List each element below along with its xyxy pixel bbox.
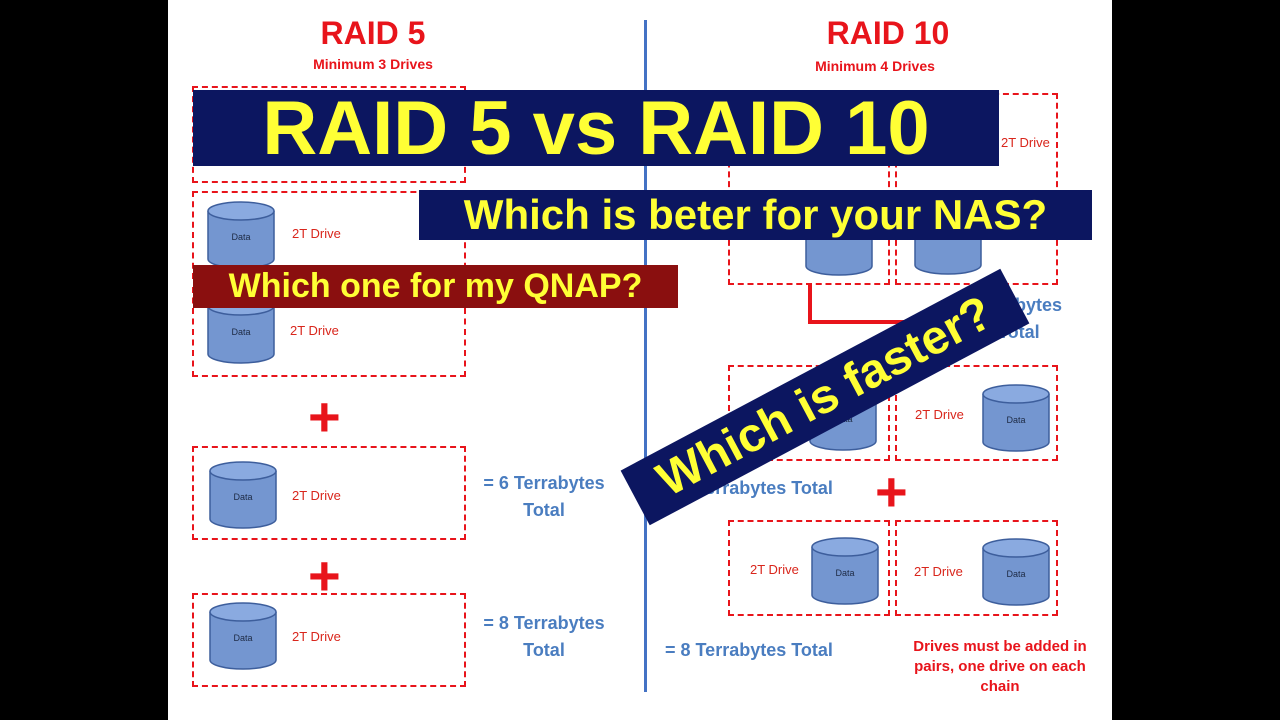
raid5-cylinder-2: Data — [207, 201, 275, 269]
raid5-drive-label-2: 2T Drive — [292, 226, 341, 241]
raid5-total-8: = 8 Terrabytes Total — [483, 613, 605, 660]
raid10-connector-left — [808, 285, 812, 323]
raid10-subtitle: Minimum 4 Drives — [815, 58, 935, 74]
cylinder-data-label: Data — [1006, 415, 1026, 425]
title-banner: RAID 5 vs RAID 10 — [193, 90, 999, 168]
raid10-drive-label-2: 2T Drive — [1001, 135, 1050, 150]
cylinder-data-label: Data — [231, 232, 251, 242]
qnap-question-banner: Which one for my QNAP? — [193, 265, 678, 308]
raid5-plus-2: + — [308, 544, 341, 607]
column-divider — [644, 20, 647, 692]
raid10-drive-box-5: 2T Drive Data — [728, 520, 890, 616]
nas-question-banner: Which is beter for your NAS? — [419, 190, 1092, 240]
raid5-plus-1: + — [308, 385, 341, 448]
raid10-cylinder-6: Data — [982, 538, 1050, 606]
raid5-drive-box-5: Data 2T Drive — [192, 593, 466, 687]
raid10-note: Drives must be added in pairs, one drive… — [913, 638, 1087, 695]
raid5-total-6: = 6 Terrabytes Total — [483, 473, 605, 520]
cylinder-data-label: Data — [233, 633, 253, 643]
cylinder-data-label: Data — [233, 492, 253, 502]
raid5-cylinder-5: Data — [209, 602, 277, 670]
raid10-cylinder-5: Data — [811, 537, 879, 605]
raid10-drive-label-4: 2T Drive — [915, 407, 964, 422]
raid5-title: RAID 5 — [320, 15, 426, 51]
raid5-cylinder-4: Data — [209, 461, 277, 529]
raid10-title: RAID 10 — [826, 15, 950, 51]
raid10-cylinder-4: Data — [982, 384, 1050, 452]
raid10-drive-box-4: 2T Drive Data — [895, 365, 1058, 461]
cylinder-data-label: Data — [1006, 569, 1026, 579]
raid5-drive-box-4: Data 2T Drive — [192, 446, 466, 540]
raid5-drive-label-5: 2T Drive — [292, 629, 341, 644]
raid5-drive-label-4: 2T Drive — [292, 488, 341, 503]
raid10-drive-label-6: 2T Drive — [914, 564, 963, 579]
raid10-drive-label-5: 2T Drive — [750, 562, 799, 577]
raid5-drive-label-3: 2T Drive — [290, 323, 339, 338]
cylinder-data-label: Data — [835, 568, 855, 578]
raid10-drive-box-6: 2T Drive Data — [895, 520, 1058, 616]
raid5-subtitle: Minimum 3 Drives — [313, 56, 433, 72]
cylinder-data-label: Data — [231, 327, 251, 337]
raid10-plus: + — [875, 460, 908, 523]
raid10-total-8: = 8 Terrabytes Total — [665, 640, 833, 660]
raid10-connector-bar — [808, 320, 978, 324]
